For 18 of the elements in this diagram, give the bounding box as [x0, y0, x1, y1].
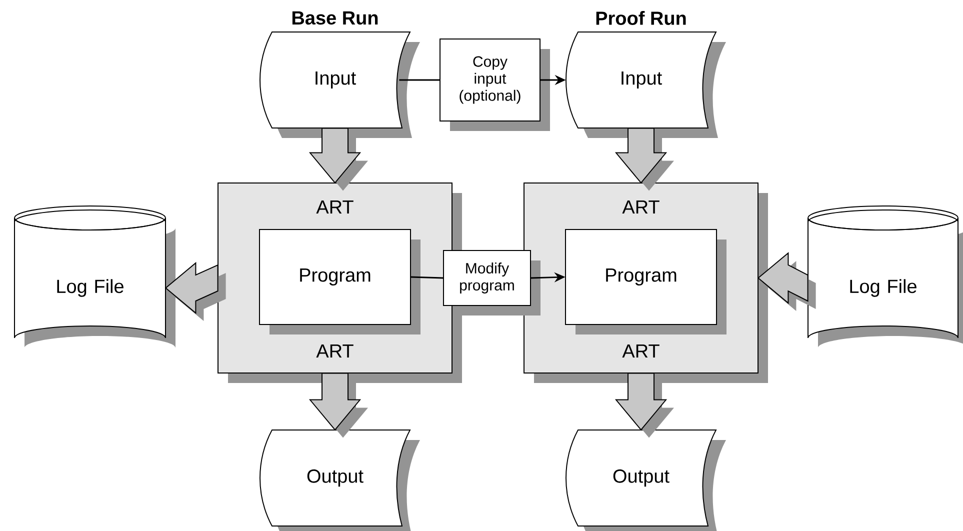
block-arrow [164, 262, 226, 321]
run-heading: Base Run [292, 11, 378, 25]
data-tape: Input [566, 32, 726, 138]
node-label: Output [613, 469, 670, 487]
log-cylinder: Log File [808, 206, 963, 348]
data-tape: Output [260, 430, 420, 531]
block-arrow [308, 372, 368, 438]
block-arrow [614, 128, 674, 191]
run-heading: Proof Run [596, 11, 686, 25]
node-label: Output [307, 469, 364, 487]
data-tape: Input [260, 32, 420, 138]
block-arrow [614, 372, 674, 438]
process-box: Copy input (optional) [440, 38, 550, 131]
block-arrow [308, 128, 368, 191]
block-arrow [757, 252, 816, 311]
data-tape: Output [566, 430, 726, 531]
process-box: Modify program [443, 250, 540, 316]
log-cylinder: Log File [14, 206, 176, 348]
